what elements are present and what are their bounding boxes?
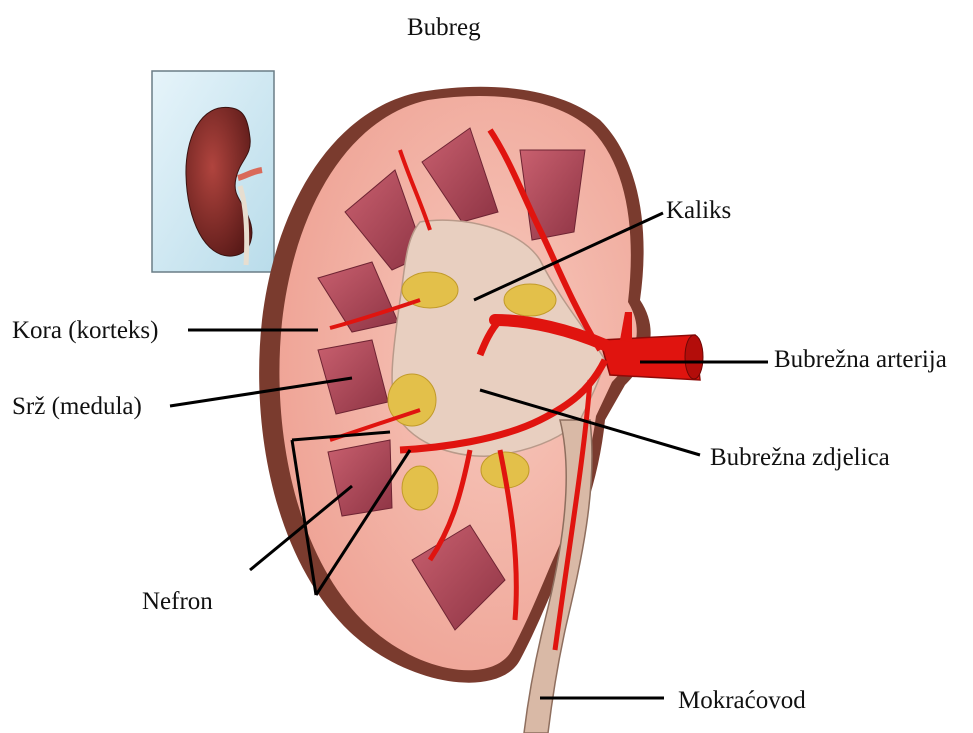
kidney-cross-section xyxy=(259,87,703,733)
label-kora: Kora (korteks) xyxy=(12,318,158,343)
label-bubrezna-arterija: Bubrežna arterija xyxy=(774,347,947,372)
inset-kidney-thumbnail xyxy=(152,71,274,272)
label-bubrezna-zdjelica: Bubrežna zdjelica xyxy=(710,445,890,470)
label-mokracovod: Mokraćovod xyxy=(678,688,806,713)
label-nefron: Nefron xyxy=(142,589,213,614)
diagram-title: Bubreg xyxy=(407,15,481,40)
label-kaliks: Kaliks xyxy=(666,198,731,223)
label-srz: Srž (medula) xyxy=(12,394,142,419)
